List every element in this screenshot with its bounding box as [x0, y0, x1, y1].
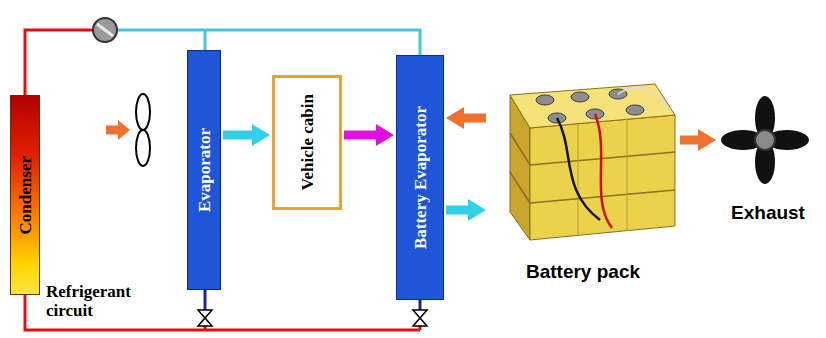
- airflow-arrow: [680, 136, 698, 145]
- fan-symbol: [136, 94, 150, 166]
- expansion-valve: [198, 310, 212, 326]
- picture-caption: Battery pack: [524, 261, 642, 283]
- circuit-label: Refrigerant circuit: [46, 282, 164, 320]
- box-title: Vehicle cabin: [299, 94, 316, 190]
- evaporator-box: Evaporator: [187, 50, 221, 290]
- box-title: Condenser: [17, 156, 34, 234]
- air-arrow: [106, 120, 130, 140]
- exhaust-fan: Exhaust: [718, 88, 818, 224]
- hot-pipe: [25, 30, 93, 95]
- cabin-box: Vehicle cabin: [272, 75, 342, 210]
- battery-evaporator-box: Battery Evaporator: [396, 55, 444, 300]
- picture-caption: Exhaust: [729, 202, 807, 224]
- battery-pack-picture: [510, 84, 675, 240]
- airflow-arrow: [446, 206, 468, 215]
- expansion-pipe: [205, 290, 420, 310]
- compressor-symbol: [93, 18, 117, 42]
- expansion-valve: [413, 310, 427, 326]
- suction-pipe: [117, 30, 420, 55]
- box-title: Battery Evaporator: [412, 106, 429, 249]
- battery-pack: Battery pack: [488, 78, 678, 283]
- airflow-arrow: [223, 131, 252, 140]
- box-title: Evaporator: [196, 128, 213, 212]
- airflow-arrow: [344, 131, 376, 140]
- condenser-box: Condenser: [10, 95, 40, 295]
- airflow-arrow: [464, 114, 486, 123]
- exhaust-fan-picture: [721, 96, 809, 184]
